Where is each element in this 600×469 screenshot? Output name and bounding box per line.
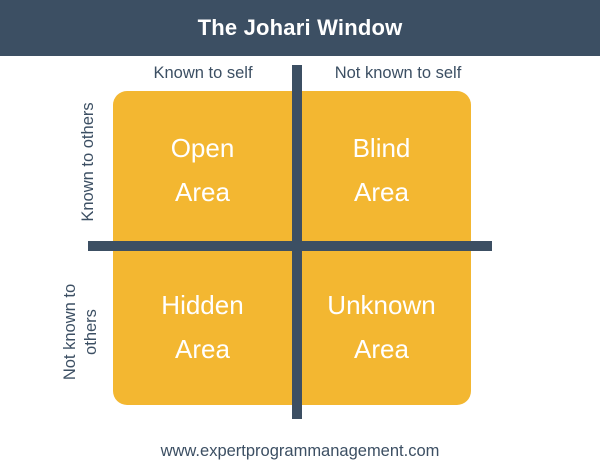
quadrant-open-area[interactable]: Open Area	[113, 91, 292, 248]
column-header-not-known-to-self: Not known to self	[334, 64, 462, 82]
quadrant-grid: Open Area Blind Area Hidden Area Unknown…	[113, 91, 471, 405]
quadrant-unknown-area-line-1: Unknown	[327, 289, 436, 320]
footer-url: www.expertprogrammanagement.com	[160, 442, 440, 460]
quadrant-unknown-area-line-2: Area	[354, 333, 409, 364]
column-header-known-to-self: Known to self	[153, 64, 253, 82]
quadrant-open-area-line-1: Open	[170, 132, 235, 163]
row-label-known-to-others: Known to others	[79, 102, 97, 222]
quadrant-unknown-area[interactable]: Unknown Area	[292, 248, 471, 405]
row-label-not-known-to-others: Not known to others	[60, 252, 104, 412]
quadrant-hidden-area-line-2: Area	[175, 333, 230, 364]
quadrant-open-area-line-2: Area	[175, 176, 230, 207]
horizontal-divider	[88, 241, 492, 251]
row-label-line-2: others	[82, 309, 100, 355]
quadrant-blind-area-line-1: Blind	[352, 132, 411, 163]
header-bar: The Johari Window	[0, 0, 600, 56]
quadrant-blind-area-line-2: Area	[354, 176, 409, 207]
row-label-line-1: Not known to	[61, 283, 79, 381]
quadrant-hidden-area[interactable]: Hidden Area	[113, 248, 292, 405]
page-title: The Johari Window	[197, 15, 403, 40]
quadrant-hidden-area-line-1: Hidden	[161, 289, 244, 320]
quadrant-blind-area[interactable]: Blind Area	[292, 91, 471, 248]
